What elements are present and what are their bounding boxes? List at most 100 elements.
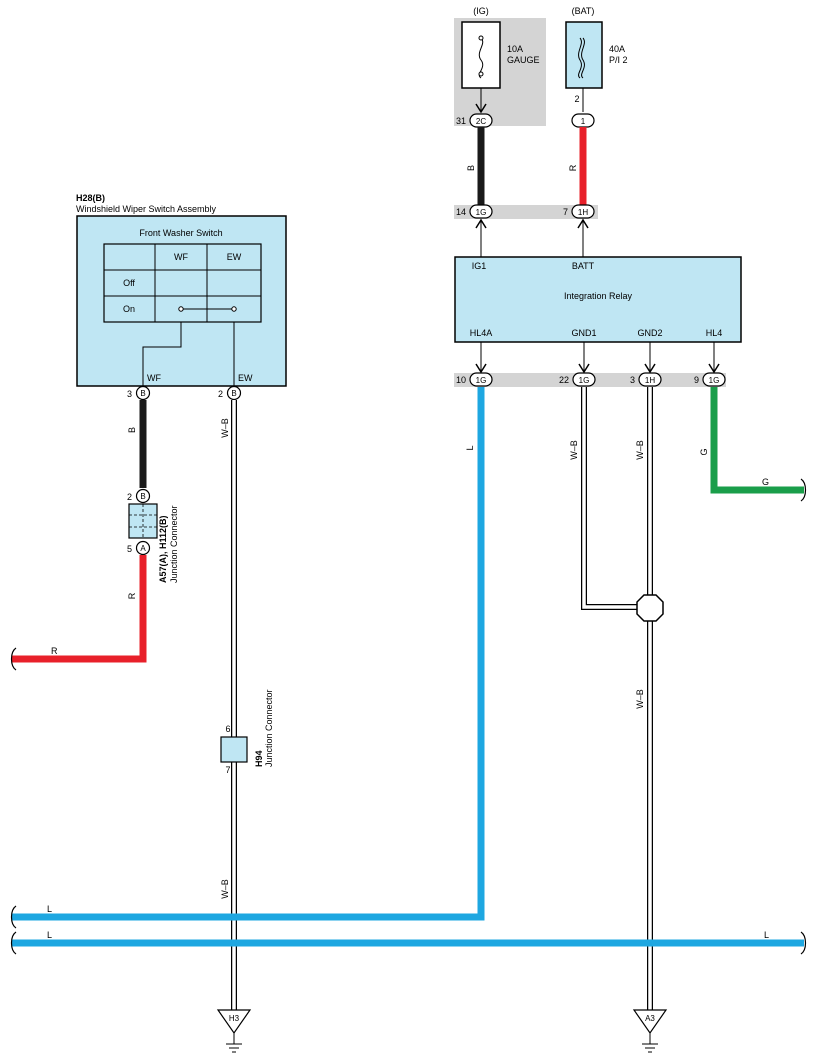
svg-text:3: 3	[127, 389, 132, 399]
switch-row-on: On	[123, 304, 135, 314]
svg-text:L: L	[47, 904, 52, 914]
svg-text:W–B: W–B	[635, 689, 645, 709]
switch-assembly-name: Windshield Wiper Switch Assembly	[76, 204, 217, 214]
svg-text:B: B	[140, 389, 145, 398]
svg-text:W–B: W–B	[220, 418, 230, 438]
switch-assembly-id: H28(B)	[76, 193, 105, 203]
fuse-bat-group: (BAT) 40A P/I 2	[565, 6, 628, 89]
svg-text:1G: 1G	[476, 376, 487, 385]
connector-1h-3: 1H 3	[630, 372, 662, 387]
svg-text:B: B	[231, 389, 236, 398]
svg-text:5: 5	[127, 544, 132, 554]
connector-jc-2b: B 2	[127, 488, 151, 504]
switch-row-off: Off	[123, 278, 135, 288]
wire-break-l-bottom-right	[800, 931, 807, 955]
wire-g-hl4	[710, 387, 804, 494]
fuse-ig-group: (IG) 10A GAUGE	[454, 6, 546, 126]
svg-text:G: G	[762, 477, 769, 487]
wire-l-relay	[12, 387, 485, 921]
svg-text:2C: 2C	[476, 117, 486, 126]
junction-a57-id: A57(A), H112(B)	[158, 515, 168, 583]
svg-text:2: 2	[127, 492, 132, 502]
junction-a57-name: Junction Connector	[169, 505, 179, 583]
switch-table	[103, 243, 262, 323]
svg-text:B: B	[127, 427, 137, 433]
junction-h94-name: Junction Connector	[264, 689, 274, 767]
svg-text:R: R	[568, 164, 578, 171]
svg-text:1: 1	[581, 117, 586, 126]
connector-1g-22: 1G 22	[559, 372, 596, 387]
fuse-bat-header: (BAT)	[572, 6, 595, 16]
svg-text:6: 6	[225, 724, 230, 734]
connector-1-bat: 2 1	[571, 94, 595, 128]
connector-jc-5a: A 5	[127, 540, 151, 556]
svg-text:B: B	[466, 165, 476, 171]
svg-text:W–B: W–B	[220, 879, 230, 899]
svg-text:W–B: W–B	[635, 440, 645, 460]
connector-1g-10: 1G 10	[456, 372, 493, 387]
relay-pin-hl4: HL4	[706, 328, 723, 338]
svg-text:G: G	[699, 448, 709, 455]
fuse-ig	[461, 21, 501, 89]
svg-text:9: 9	[694, 375, 699, 385]
svg-text:1H: 1H	[578, 208, 588, 217]
svg-text:L: L	[764, 930, 769, 940]
switch-pin-wf: WF	[147, 373, 161, 383]
wire-wb-gnd1	[581, 387, 638, 610]
fuse-ig-amp: 10A	[507, 44, 523, 54]
wire-break-g	[800, 478, 807, 502]
svg-text:31: 31	[456, 116, 466, 126]
svg-text:L: L	[47, 930, 52, 940]
svg-text:3: 3	[630, 375, 635, 385]
svg-text:1G: 1G	[709, 376, 720, 385]
connector-1h-7: 1H 7	[563, 204, 595, 219]
wire-break-r	[10, 647, 17, 671]
switch-pin-ew: EW	[238, 373, 253, 383]
wire-break-l-top	[10, 905, 17, 929]
switch-col-ew: EW	[227, 252, 242, 262]
fuse-bat-element-icon	[578, 37, 582, 79]
svg-text:H3: H3	[229, 1014, 240, 1023]
svg-text:1G: 1G	[476, 208, 487, 217]
wire-break-l-bottom-left	[10, 931, 17, 955]
windshield-wiper-switch-assembly: Front Washer Switch WF EW Off On WF EW	[76, 215, 287, 387]
svg-text:10: 10	[456, 375, 466, 385]
washer-switch-title: Front Washer Switch	[139, 228, 222, 238]
svg-text:R: R	[127, 592, 137, 599]
svg-text:W–B: W–B	[569, 440, 579, 460]
fuse-bat-name: P/I 2	[609, 55, 628, 65]
svg-text:B: B	[140, 492, 145, 501]
svg-text:1G: 1G	[579, 376, 590, 385]
svg-text:22: 22	[559, 375, 569, 385]
svg-text:2: 2	[574, 94, 579, 104]
wire-r-left	[12, 555, 147, 663]
svg-text:A3: A3	[645, 1014, 655, 1023]
svg-text:7: 7	[563, 207, 568, 217]
relay-pin-ig1: IG1	[472, 261, 487, 271]
svg-text:A: A	[140, 544, 146, 553]
connector-2c: 2C 31	[456, 113, 493, 128]
fuse-bat-amp: 40A	[609, 44, 625, 54]
svg-text:14: 14	[456, 207, 466, 217]
connector-1g-9: 1G 9	[694, 372, 726, 387]
ground-h3-icon: H3	[216, 1009, 252, 1053]
integration-relay: IG1 BATT Integration Relay HL4A GND1 GND…	[454, 256, 742, 343]
connector-1g-14: 1G 14	[456, 204, 493, 219]
svg-text:2: 2	[218, 389, 223, 399]
svg-text:L: L	[465, 445, 475, 450]
switch-col-wf: WF	[174, 252, 188, 262]
switch-connector-2b: B 2	[218, 385, 242, 401]
svg-text:1H: 1H	[645, 376, 655, 385]
svg-text:R: R	[51, 646, 58, 656]
relay-pin-gnd1: GND1	[571, 328, 596, 338]
switch-contact-ew	[231, 306, 237, 312]
fuse-bat	[565, 21, 603, 89]
junction-connector-a57	[128, 503, 158, 539]
switch-contact-wf	[178, 306, 184, 312]
relay-name: Integration Relay	[564, 291, 633, 301]
splice-point-icon	[636, 594, 664, 622]
fuse-ig-name: GAUGE	[507, 55, 540, 65]
relay-pin-gnd2: GND2	[637, 328, 662, 338]
ground-a3-icon: A3	[632, 1009, 668, 1053]
